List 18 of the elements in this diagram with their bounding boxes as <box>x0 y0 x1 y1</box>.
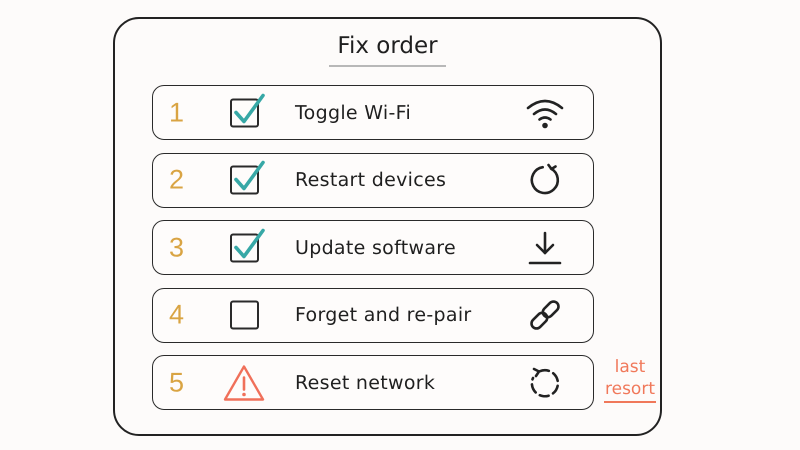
checklist-card <box>113 17 662 436</box>
side-note: last resort <box>604 356 656 403</box>
step-row <box>152 355 594 410</box>
heading: Fix order <box>329 33 446 67</box>
step-row <box>152 288 594 342</box>
step-number: 3 <box>169 232 184 263</box>
step-label: Restart devices <box>295 169 446 191</box>
step-label: Toggle Wi-Fi <box>295 102 412 124</box>
step-number: 2 <box>169 164 184 196</box>
step-number: 5 <box>169 367 184 398</box>
step-row <box>152 220 594 275</box>
step-row <box>152 85 594 140</box>
step-number: 1 <box>169 97 184 128</box>
step-label: Update software <box>295 236 456 258</box>
step-label: Reset network <box>295 372 436 394</box>
step-label: Forget and re-pair <box>295 304 472 326</box>
step-row <box>152 152 594 208</box>
step-number: 4 <box>169 300 184 330</box>
